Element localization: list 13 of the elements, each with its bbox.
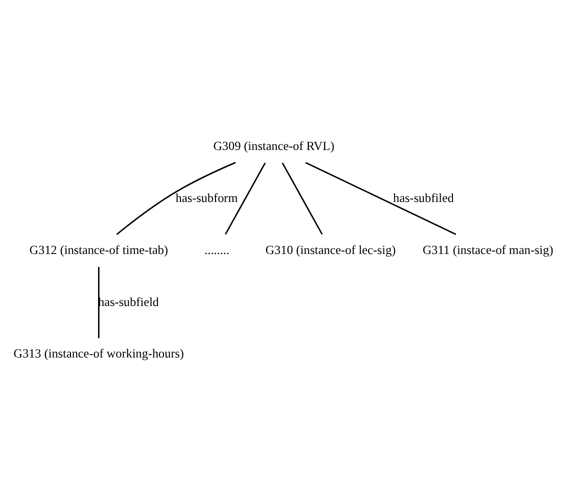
connector [98,266,100,338]
edge-label: has-subfiled [393,190,454,204]
node-text: G310 (instance-of lec-sig) [265,242,396,256]
node-text: G312 (instance-of time-tab) [29,242,168,256]
connector [224,162,266,234]
connector [116,161,236,234]
node-text: G309 (instance-of RVL) [213,138,334,152]
node-text: G311 (instace-of man-sig) [422,242,554,256]
connector [282,162,323,234]
node-text: ........ [204,242,230,256]
node-text: G313 (instance-of working-hours) [14,346,184,360]
connector [305,161,456,234]
edge-label: has-subform [176,190,238,204]
